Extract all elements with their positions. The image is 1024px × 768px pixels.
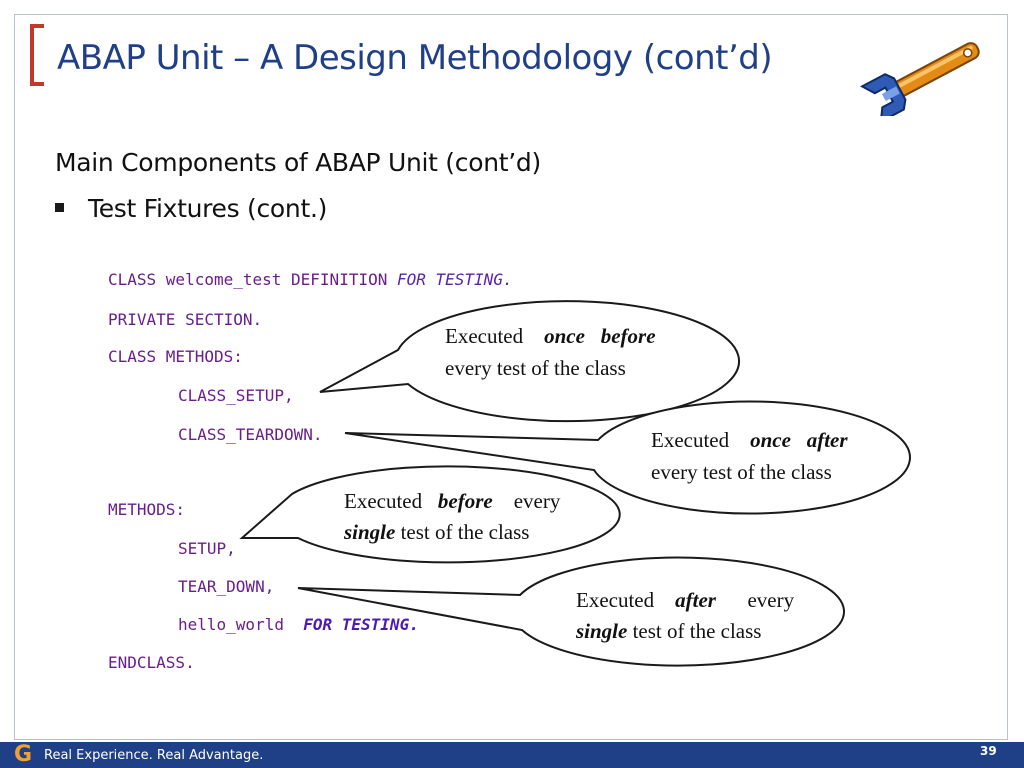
footer-bar	[0, 742, 1024, 768]
bullet-text: Test Fixtures (cont.)	[88, 194, 328, 223]
callout-word: Executed	[576, 588, 655, 612]
code-text: hello_world	[178, 615, 304, 634]
callout-word: test of the class	[627, 619, 762, 643]
code-line-8: TEAR_DOWN,	[178, 577, 275, 596]
callout-emph: after	[675, 588, 716, 612]
subheading: Main Components of ABAP Unit (cont’d)	[55, 148, 541, 177]
callout-emph: single	[576, 619, 628, 643]
code-keyword: FOR TESTING.	[303, 615, 419, 634]
slide-frame	[14, 14, 1008, 740]
slide-title: ABAP Unit – A Design Methodology (cont’d…	[57, 38, 773, 78]
footer-tagline: Real Experience. Real Advantage.	[44, 748, 264, 763]
callout-1-line-1: Executed once before	[445, 326, 656, 347]
code-line-6: METHODS:	[108, 500, 186, 519]
callout-word: every	[513, 489, 561, 513]
callout-word: every	[747, 588, 795, 612]
callout-3-line-2: single test of the class	[344, 522, 529, 543]
callout-emph: once	[750, 428, 791, 452]
callout-word: test of the class	[395, 520, 530, 544]
code-line-2: PRIVATE SECTION.	[108, 310, 263, 329]
callout-emph: single	[344, 520, 396, 544]
code-line-5: CLASS_TEARDOWN.	[178, 425, 323, 444]
callout-1-bubble	[319, 300, 740, 423]
page-number: 39	[980, 744, 997, 758]
callout-4-line-2: single test of the class	[576, 621, 761, 642]
code-text: CLASS welcome_test DEFINITION	[108, 270, 397, 289]
code-line-9: hello_world FOR TESTING.	[178, 615, 419, 634]
company-logo-icon: G	[14, 742, 33, 767]
callout-word: Executed	[445, 324, 524, 348]
code-keyword: FOR TESTING.	[396, 270, 513, 289]
callout-2-line-1: Executed once after	[651, 430, 848, 451]
callout-2-bubble	[344, 400, 911, 515]
callout-emph: before	[437, 489, 493, 513]
callout-1-line-2: every test of the class	[445, 356, 626, 380]
code-line-1: CLASS welcome_test DEFINITION FOR TESTIN…	[108, 270, 513, 289]
callout-emph: once	[544, 324, 585, 348]
wrench-icon	[859, 42, 980, 116]
square-bullet-icon	[55, 202, 64, 212]
code-line-4: CLASS_SETUP,	[178, 386, 294, 405]
callout-emph: before	[600, 324, 656, 348]
code-line-10: ENDCLASS.	[108, 653, 195, 672]
code-line-7: SETUP,	[178, 539, 236, 558]
bullet-item: Test Fixtures (cont.)	[55, 194, 327, 223]
callout-3-line-1: Executed before every	[344, 491, 560, 512]
callout-2-line-2: every test of the class	[651, 460, 832, 484]
title-bracket-icon	[30, 24, 44, 86]
callout-word: Executed	[344, 489, 423, 513]
callout-4-bubble	[297, 556, 845, 667]
callout-3-bubble	[239, 465, 621, 564]
callout-4-line-1: Executed after every	[576, 590, 794, 611]
callout-word: Executed	[651, 428, 730, 452]
callout-emph: after	[806, 428, 848, 452]
code-line-3: CLASS METHODS:	[108, 347, 243, 366]
